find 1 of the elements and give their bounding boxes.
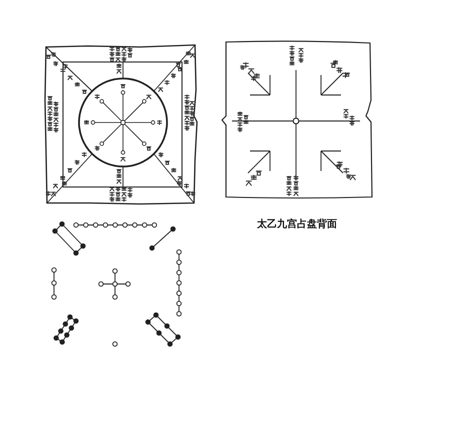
figure-caption: 太乙九宫占盘背面 xyxy=(257,219,337,231)
